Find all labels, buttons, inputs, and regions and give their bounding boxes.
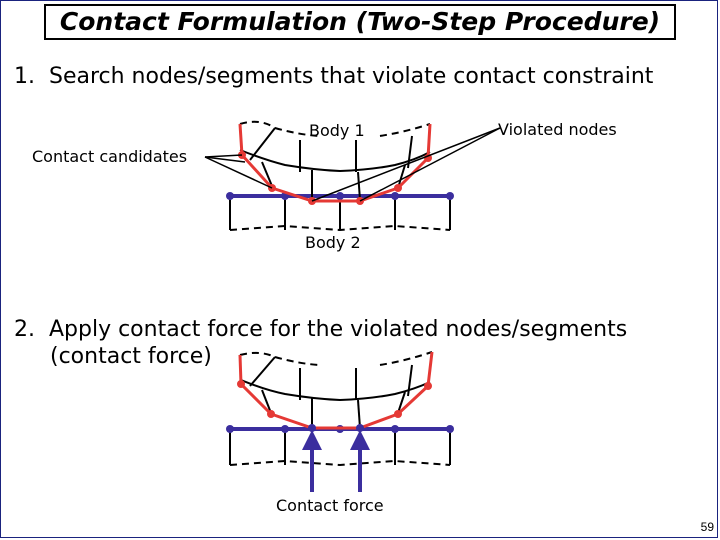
contact-force-arrows (302, 430, 370, 492)
step-2-text: 2. Apply contact force for the violated … (14, 317, 628, 342)
body-1-label: Body 1 (309, 121, 365, 140)
page-number: 59 (700, 520, 714, 534)
body-1-boundary-b (238, 351, 434, 430)
body-1-mesh (239, 120, 431, 201)
slide-title-text: Contact Formulation (Two-Step Procedure) (43, 4, 677, 40)
body-1-boundary (238, 123, 432, 203)
body-2-nodes-b (226, 425, 454, 433)
step-2-text-line-2: (contact force) (50, 344, 212, 369)
contact-candidates-pointers (204, 154, 273, 189)
contact-nodes-b (308, 424, 364, 432)
diagram-1 (204, 120, 501, 232)
body-2-mesh-b (229, 429, 451, 467)
violated-nodes-pointers (311, 127, 501, 202)
contact-candidates-label: Contact candidates (32, 147, 188, 166)
step-1-text: 1. Search nodes/segments that violate co… (14, 64, 654, 89)
body-2-label: Body 2 (305, 233, 361, 252)
slide-title: Contact Formulation (Two-Step Procedure) (0, 4, 720, 40)
body-1-nodes-b (237, 380, 432, 418)
body-1-mesh-b (239, 351, 433, 429)
diagram-2 (226, 351, 454, 492)
contact-force-label: Contact force (276, 496, 384, 515)
violated-nodes-label: Violated nodes (498, 120, 617, 139)
